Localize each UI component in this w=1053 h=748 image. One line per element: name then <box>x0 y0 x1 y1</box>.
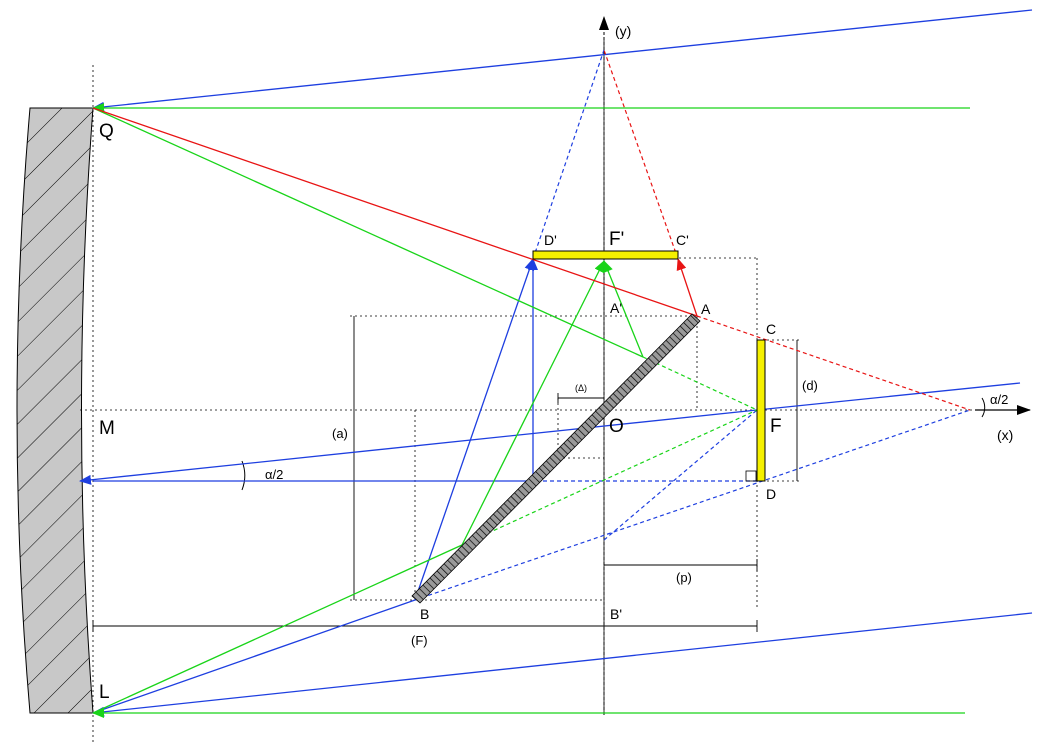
label-d: (d) <box>802 378 818 393</box>
secondary-mirror <box>411 313 701 604</box>
label-F-dim: (F) <box>411 633 428 648</box>
label-C: C <box>766 321 776 337</box>
image-plane-F-prime <box>532 250 679 260</box>
label-delta: (Δ) <box>575 383 587 393</box>
red-rays <box>92 107 698 317</box>
label-O: O <box>609 416 624 437</box>
label-A-prime: A' <box>610 300 622 316</box>
label-alpha-left: α/2 <box>265 467 283 482</box>
label-B-prime: B' <box>610 606 622 622</box>
primary-mirror <box>16 107 94 714</box>
label-x-axis: (x) <box>997 427 1013 443</box>
right-angle-marker <box>745 470 757 482</box>
label-M: M <box>99 418 115 439</box>
green-dashed-rays <box>461 356 758 546</box>
blue-dashed-rays <box>414 49 971 601</box>
label-a: (a) <box>332 426 348 441</box>
image-plane-F <box>756 339 766 482</box>
label-y-axis: (y) <box>615 23 631 39</box>
label-D-prime: D' <box>544 232 557 248</box>
label-A: A <box>701 301 711 317</box>
angle-arc-right <box>981 397 986 418</box>
dimension-lines <box>92 316 798 632</box>
green-rays <box>92 103 970 718</box>
angle-arc-left <box>241 460 246 491</box>
label-D: D <box>766 486 776 502</box>
label-F-prime: F' <box>609 229 624 250</box>
label-p: (p) <box>676 570 692 585</box>
red-dashed-rays <box>603 49 971 411</box>
label-F: F <box>770 416 782 437</box>
label-alpha-right: α/2 <box>990 392 1008 407</box>
label-B: B <box>420 606 429 622</box>
label-L: L <box>99 682 110 703</box>
label-Q: Q <box>99 121 114 142</box>
label-C-prime: C' <box>676 232 689 248</box>
construction-lines <box>80 40 1000 745</box>
blue-rays <box>79 9 1033 717</box>
